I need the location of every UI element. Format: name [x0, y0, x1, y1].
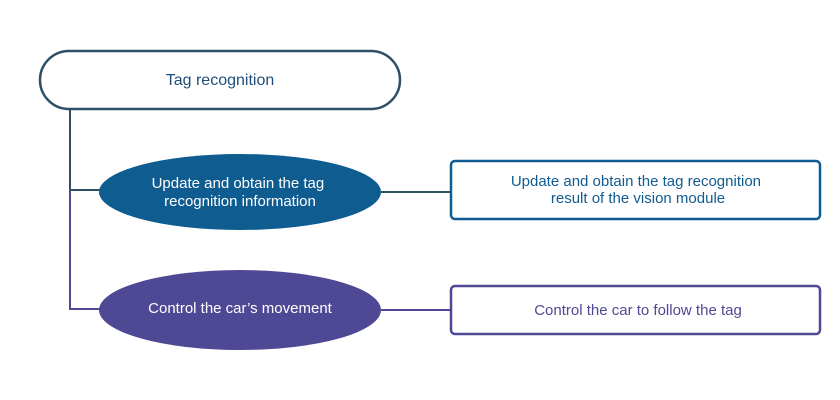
branch-1-label: Update and obtain the tag recognition in…: [152, 175, 329, 210]
branch-2-detail-box: Control the car to follow the tag: [449, 284, 822, 336]
branch-2-label-line-1: Control the car’s movement: [148, 300, 333, 317]
connector-root-to-branch-1: [69, 110, 105, 191]
root-node: Tag recognition: [38, 49, 402, 111]
branch-1-detail-line-2: result of the vision module: [551, 190, 725, 207]
root-node-label: Tag recognition: [166, 72, 275, 89]
branch-1-detail-label: Update and obtain the tag recognition re…: [511, 173, 765, 207]
branch-2-detail-label: Control the car to follow the tag: [534, 302, 742, 319]
branch-1-detail-line-1: Update and obtain the tag recognition: [511, 173, 761, 190]
branch-2-label: Control the car’s movement: [148, 300, 333, 317]
branch-2-node: Control the car’s movement: [99, 270, 381, 350]
branch-1-label-line-1: Update and obtain the tag: [152, 175, 325, 192]
branch-2-detail-line-1: Control the car to follow the tag: [534, 302, 742, 319]
branch-1-detail-box: Update and obtain the tag recognition re…: [449, 159, 822, 221]
branch-1-label-line-2: recognition information: [164, 193, 316, 210]
connector-root-to-branch-2: [69, 190, 103, 310]
branch-1-node: Update and obtain the tag recognition in…: [99, 154, 381, 230]
